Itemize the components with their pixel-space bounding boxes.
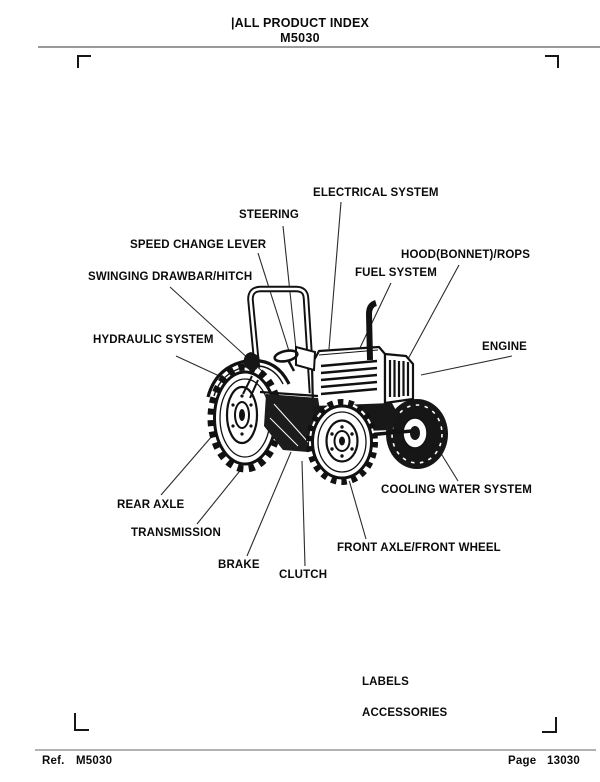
leader-fuel-system xyxy=(357,282,392,353)
model-number: M5030 xyxy=(280,31,320,45)
leader-electrical-system xyxy=(328,201,342,350)
steering-wheel xyxy=(273,349,299,372)
part-label-front-axle-front-wheel[interactable]: FRONT AXLE/FRONT WHEEL xyxy=(337,542,501,554)
seat xyxy=(243,352,260,372)
leader-clutch xyxy=(301,460,306,567)
part-label-labels[interactable]: LABELS xyxy=(362,676,409,688)
footer-page-label: Page xyxy=(508,755,537,767)
hood xyxy=(310,345,415,411)
part-label-fuel-system[interactable]: FUEL SYSTEM xyxy=(355,267,437,279)
part-label-engine[interactable]: ENGINE xyxy=(482,341,527,353)
part-label-accessories[interactable]: ACCESSORIES xyxy=(362,707,448,719)
leader-front-axle xyxy=(348,479,367,540)
part-label-transmission[interactable]: TRANSMISSION xyxy=(131,527,221,539)
exhaust-pipe xyxy=(365,300,378,361)
rops-bar xyxy=(247,285,316,394)
leader-rear-axle xyxy=(160,427,220,496)
footer-page-value: 13030 xyxy=(547,755,580,767)
part-label-hood-bonnet-rops[interactable]: HOOD(BONNET)/ROPS xyxy=(401,249,531,261)
tractor-illustration xyxy=(206,285,448,485)
corner-mark-top-right xyxy=(545,55,559,68)
footer-ref-value: M5030 xyxy=(76,755,113,767)
corner-marks xyxy=(74,55,559,733)
front-wheel-near xyxy=(306,399,378,485)
part-label-hydraulic-system[interactable]: HYDRAULIC SYSTEM xyxy=(93,334,214,346)
part-label-cooling-water-system[interactable]: COOLING WATER SYSTEM xyxy=(381,484,533,496)
footer-ref-label: Ref. xyxy=(42,755,65,767)
leader-engine xyxy=(420,355,513,376)
part-label-swinging-drawbar-hitch[interactable]: SWINGING DRAWBAR/HITCH xyxy=(88,271,253,283)
front-wheel-far xyxy=(386,399,448,469)
corner-mark-bottom-left xyxy=(74,713,89,731)
rear-hub-bolts xyxy=(231,394,253,436)
leader-brake xyxy=(246,451,292,557)
part-label-brake[interactable]: BRAKE xyxy=(218,559,260,571)
dash-cowl xyxy=(295,345,317,372)
leader-hood-rops xyxy=(407,264,460,360)
leader-speed-change-lever xyxy=(257,252,290,352)
corner-mark-top-left xyxy=(77,55,91,68)
part-label-electrical-system[interactable]: ELECTRICAL SYSTEM xyxy=(313,187,439,199)
page-title: |ALL PRODUCT INDEX xyxy=(230,16,370,30)
grille-slats xyxy=(388,360,410,397)
side-louvers xyxy=(320,359,378,396)
part-label-steering[interactable]: STEERING xyxy=(239,209,299,221)
hitch-links xyxy=(242,375,259,399)
front-hub-bolts xyxy=(330,425,354,458)
part-label-rear-axle[interactable]: REAR AXLE xyxy=(117,499,185,511)
part-label-clutch[interactable]: CLUTCH xyxy=(279,569,328,581)
corner-mark-bottom-right xyxy=(542,717,557,733)
part-label-speed-change-lever[interactable]: SPEED CHANGE LEVER xyxy=(130,239,267,251)
